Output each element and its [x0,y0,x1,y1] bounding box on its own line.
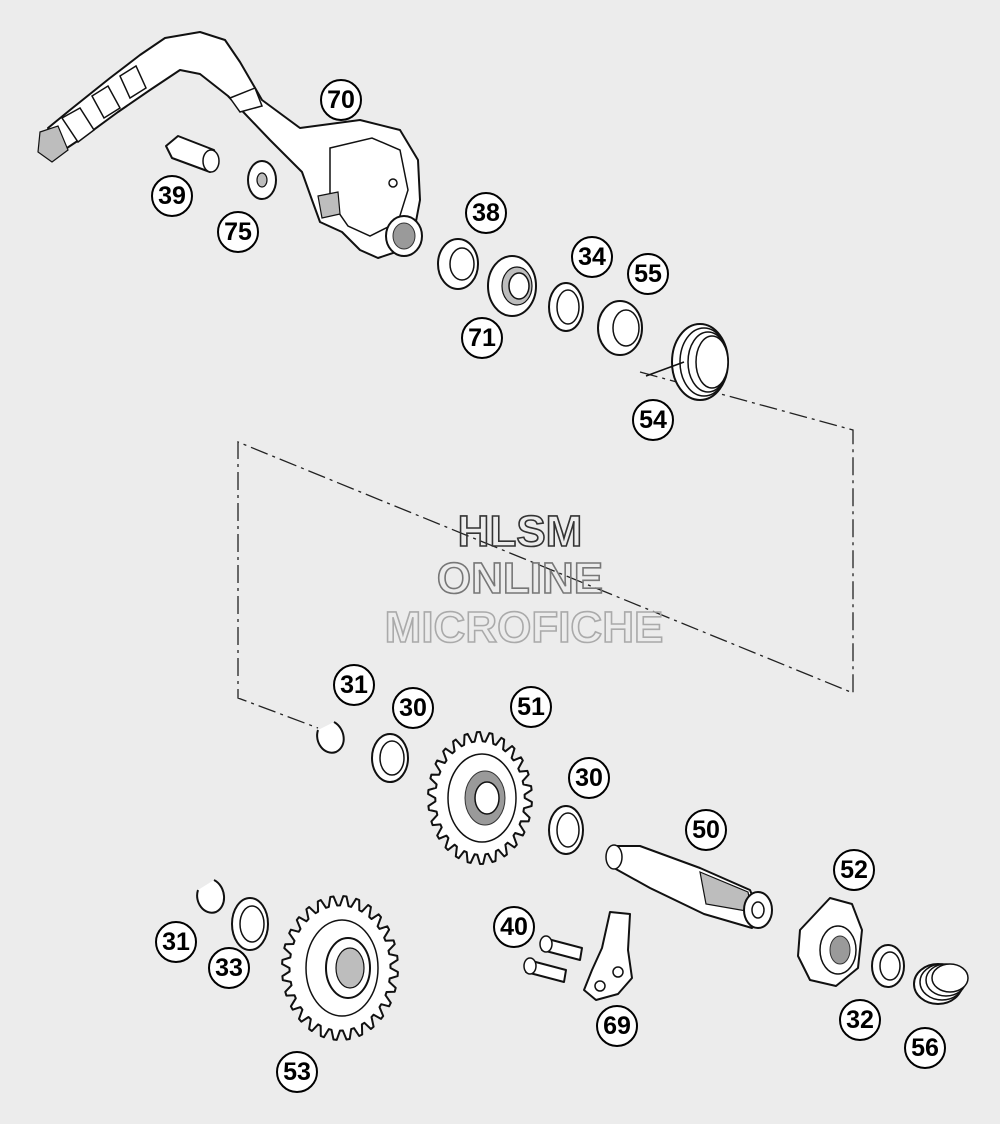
callout-30b-label: 30 [575,764,603,792]
ratchet-gear-52 [797,897,863,987]
gear-53 [281,895,399,1041]
pin-39 [165,135,220,173]
callout-51: 51 [510,686,552,728]
watermark-line-3: MICROFICHE [385,603,664,652]
washer-33 [231,897,269,951]
callout-31-upper: 31 [333,664,375,706]
seal-ring-38 [437,238,479,290]
callout-33-label: 33 [215,954,243,982]
callout-53-label: 53 [283,1058,311,1086]
callout-55-label: 55 [634,260,662,288]
guide-plate-69 [583,911,633,1001]
callout-52-label: 52 [840,856,868,884]
washer-30-upper [371,733,409,783]
bushing-55 [597,300,643,356]
callout-53: 53 [276,1051,318,1093]
callout-34: 34 [571,236,613,278]
callout-54: 54 [632,399,674,441]
assembly-lines [237,371,854,729]
gear-51 [427,731,533,865]
callout-50: 50 [685,809,727,851]
washer-32 [871,944,905,988]
callout-52: 52 [833,849,875,891]
callout-30a-label: 30 [399,694,427,722]
callout-39: 39 [151,175,193,217]
callout-69: 69 [596,1005,638,1047]
callout-38-label: 38 [472,199,500,227]
callout-32: 32 [839,999,881,1041]
callout-56: 56 [904,1027,946,1069]
shaft-seal-71 [487,255,537,317]
kick-starter-shaft-50 [605,844,773,929]
callout-31a-label: 31 [340,671,368,699]
callout-75: 75 [217,211,259,253]
kick-starter-lever [37,31,423,259]
callout-69-label: 69 [603,1012,631,1040]
kick-spring-54 [645,323,729,401]
callout-34-label: 34 [578,243,606,271]
callouts: 70 39 75 38 34 55 71 54 31 30 51 30 50 5… [151,79,946,1093]
screws-40 [523,935,583,983]
callout-70-label: 70 [327,86,355,114]
callout-75-label: 75 [224,218,252,246]
callout-55: 55 [627,253,669,295]
watermark-line-2: ONLINE [437,554,603,603]
callout-54-label: 54 [639,406,667,434]
callout-50-label: 50 [692,816,720,844]
callout-32-label: 32 [846,1006,874,1034]
callout-51-label: 51 [517,693,545,721]
callout-39-label: 39 [158,182,186,210]
callout-70: 70 [320,79,362,121]
callout-71: 71 [461,317,503,359]
callout-30-lower: 30 [568,757,610,799]
watermark: HLSM ONLINE MICROFICHE [384,506,664,653]
callout-38: 38 [465,192,507,234]
callout-71-label: 71 [468,324,496,352]
washer-30-lower [548,805,584,855]
watermark-line-1: HLSM [458,507,583,556]
callout-31b-label: 31 [162,928,190,956]
circlip-31-upper [316,721,345,754]
circlip-31-lower [196,879,225,914]
washer-34 [548,282,584,332]
callout-56-label: 56 [911,1034,939,1062]
callout-40-label: 40 [500,913,528,941]
spring-56 [913,963,969,1005]
callout-30-upper: 30 [392,687,434,729]
callout-31-lower: 31 [155,921,197,963]
callout-40: 40 [493,906,535,948]
washer-75 [247,160,277,200]
callout-33: 33 [208,947,250,989]
